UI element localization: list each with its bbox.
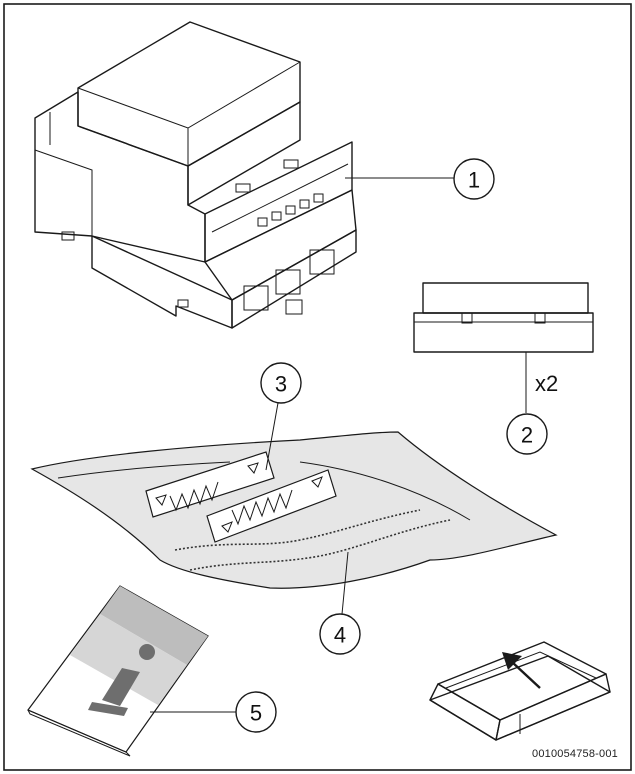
terminal-slots	[257, 193, 324, 227]
callout-circle-5	[235, 691, 277, 733]
module-illustration	[34, 21, 357, 329]
callout-circle-1	[453, 158, 495, 200]
info-icon	[88, 644, 155, 716]
callout-number-4: 4	[334, 623, 346, 648]
manual-illustration	[27, 585, 209, 757]
callout-number-1: 1	[468, 168, 480, 193]
callout-circle-3	[260, 362, 302, 404]
terminal-cover-illustration	[413, 282, 594, 353]
callout-line-3	[265, 402, 279, 471]
quantity-label: x2	[535, 371, 558, 396]
arrow-up-left-icon	[502, 652, 541, 689]
callout-number-2: 2	[521, 423, 533, 448]
callout-number-3: 3	[275, 372, 287, 397]
callout-circle-2	[506, 413, 548, 455]
document-code: 0010054758-001	[532, 748, 618, 760]
callout-line-4	[341, 551, 349, 615]
package-box-illustration	[429, 641, 611, 741]
callout-circle-4	[319, 613, 361, 655]
adhesive-strips-illustration	[145, 451, 337, 543]
callout-number-5: 5	[250, 701, 262, 726]
